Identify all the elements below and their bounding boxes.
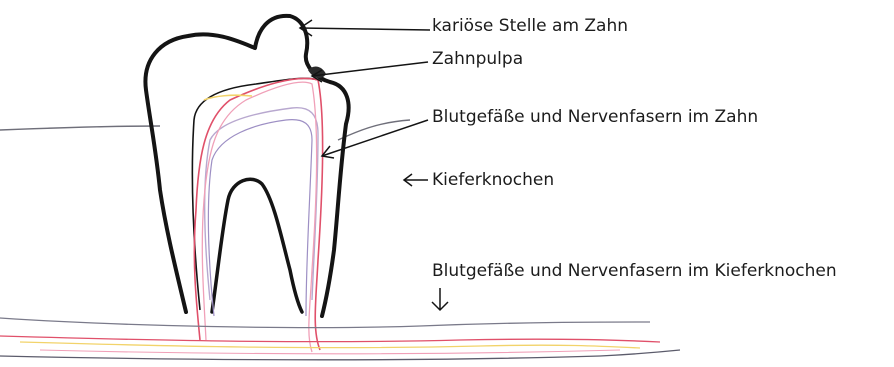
pulp-arrow (312, 62, 428, 76)
caries-arrow (300, 28, 430, 30)
dentin-outline (192, 78, 318, 310)
pulp-outline (205, 108, 318, 300)
pulp-label: Zahnpulpa (432, 51, 523, 68)
tooth-vessel-pink (202, 82, 316, 352)
bone-line-2 (0, 336, 660, 342)
bone-line-1 (0, 318, 650, 328)
root-inner-outline (212, 179, 302, 312)
bone-line-3 (20, 342, 640, 348)
jawbone-label: Kieferknochen (432, 172, 554, 189)
jawbone-surface-line (0, 126, 160, 130)
tooth-vessels-label: Blutgefäße und Nervenfasern im Zahn (432, 109, 758, 126)
caries-label: kariöse Stelle am Zahn (432, 18, 628, 35)
bone-line-5 (40, 350, 620, 354)
bone-vessels-label: Blutgefäße und Nervenfasern im Kieferkno… (432, 263, 837, 280)
